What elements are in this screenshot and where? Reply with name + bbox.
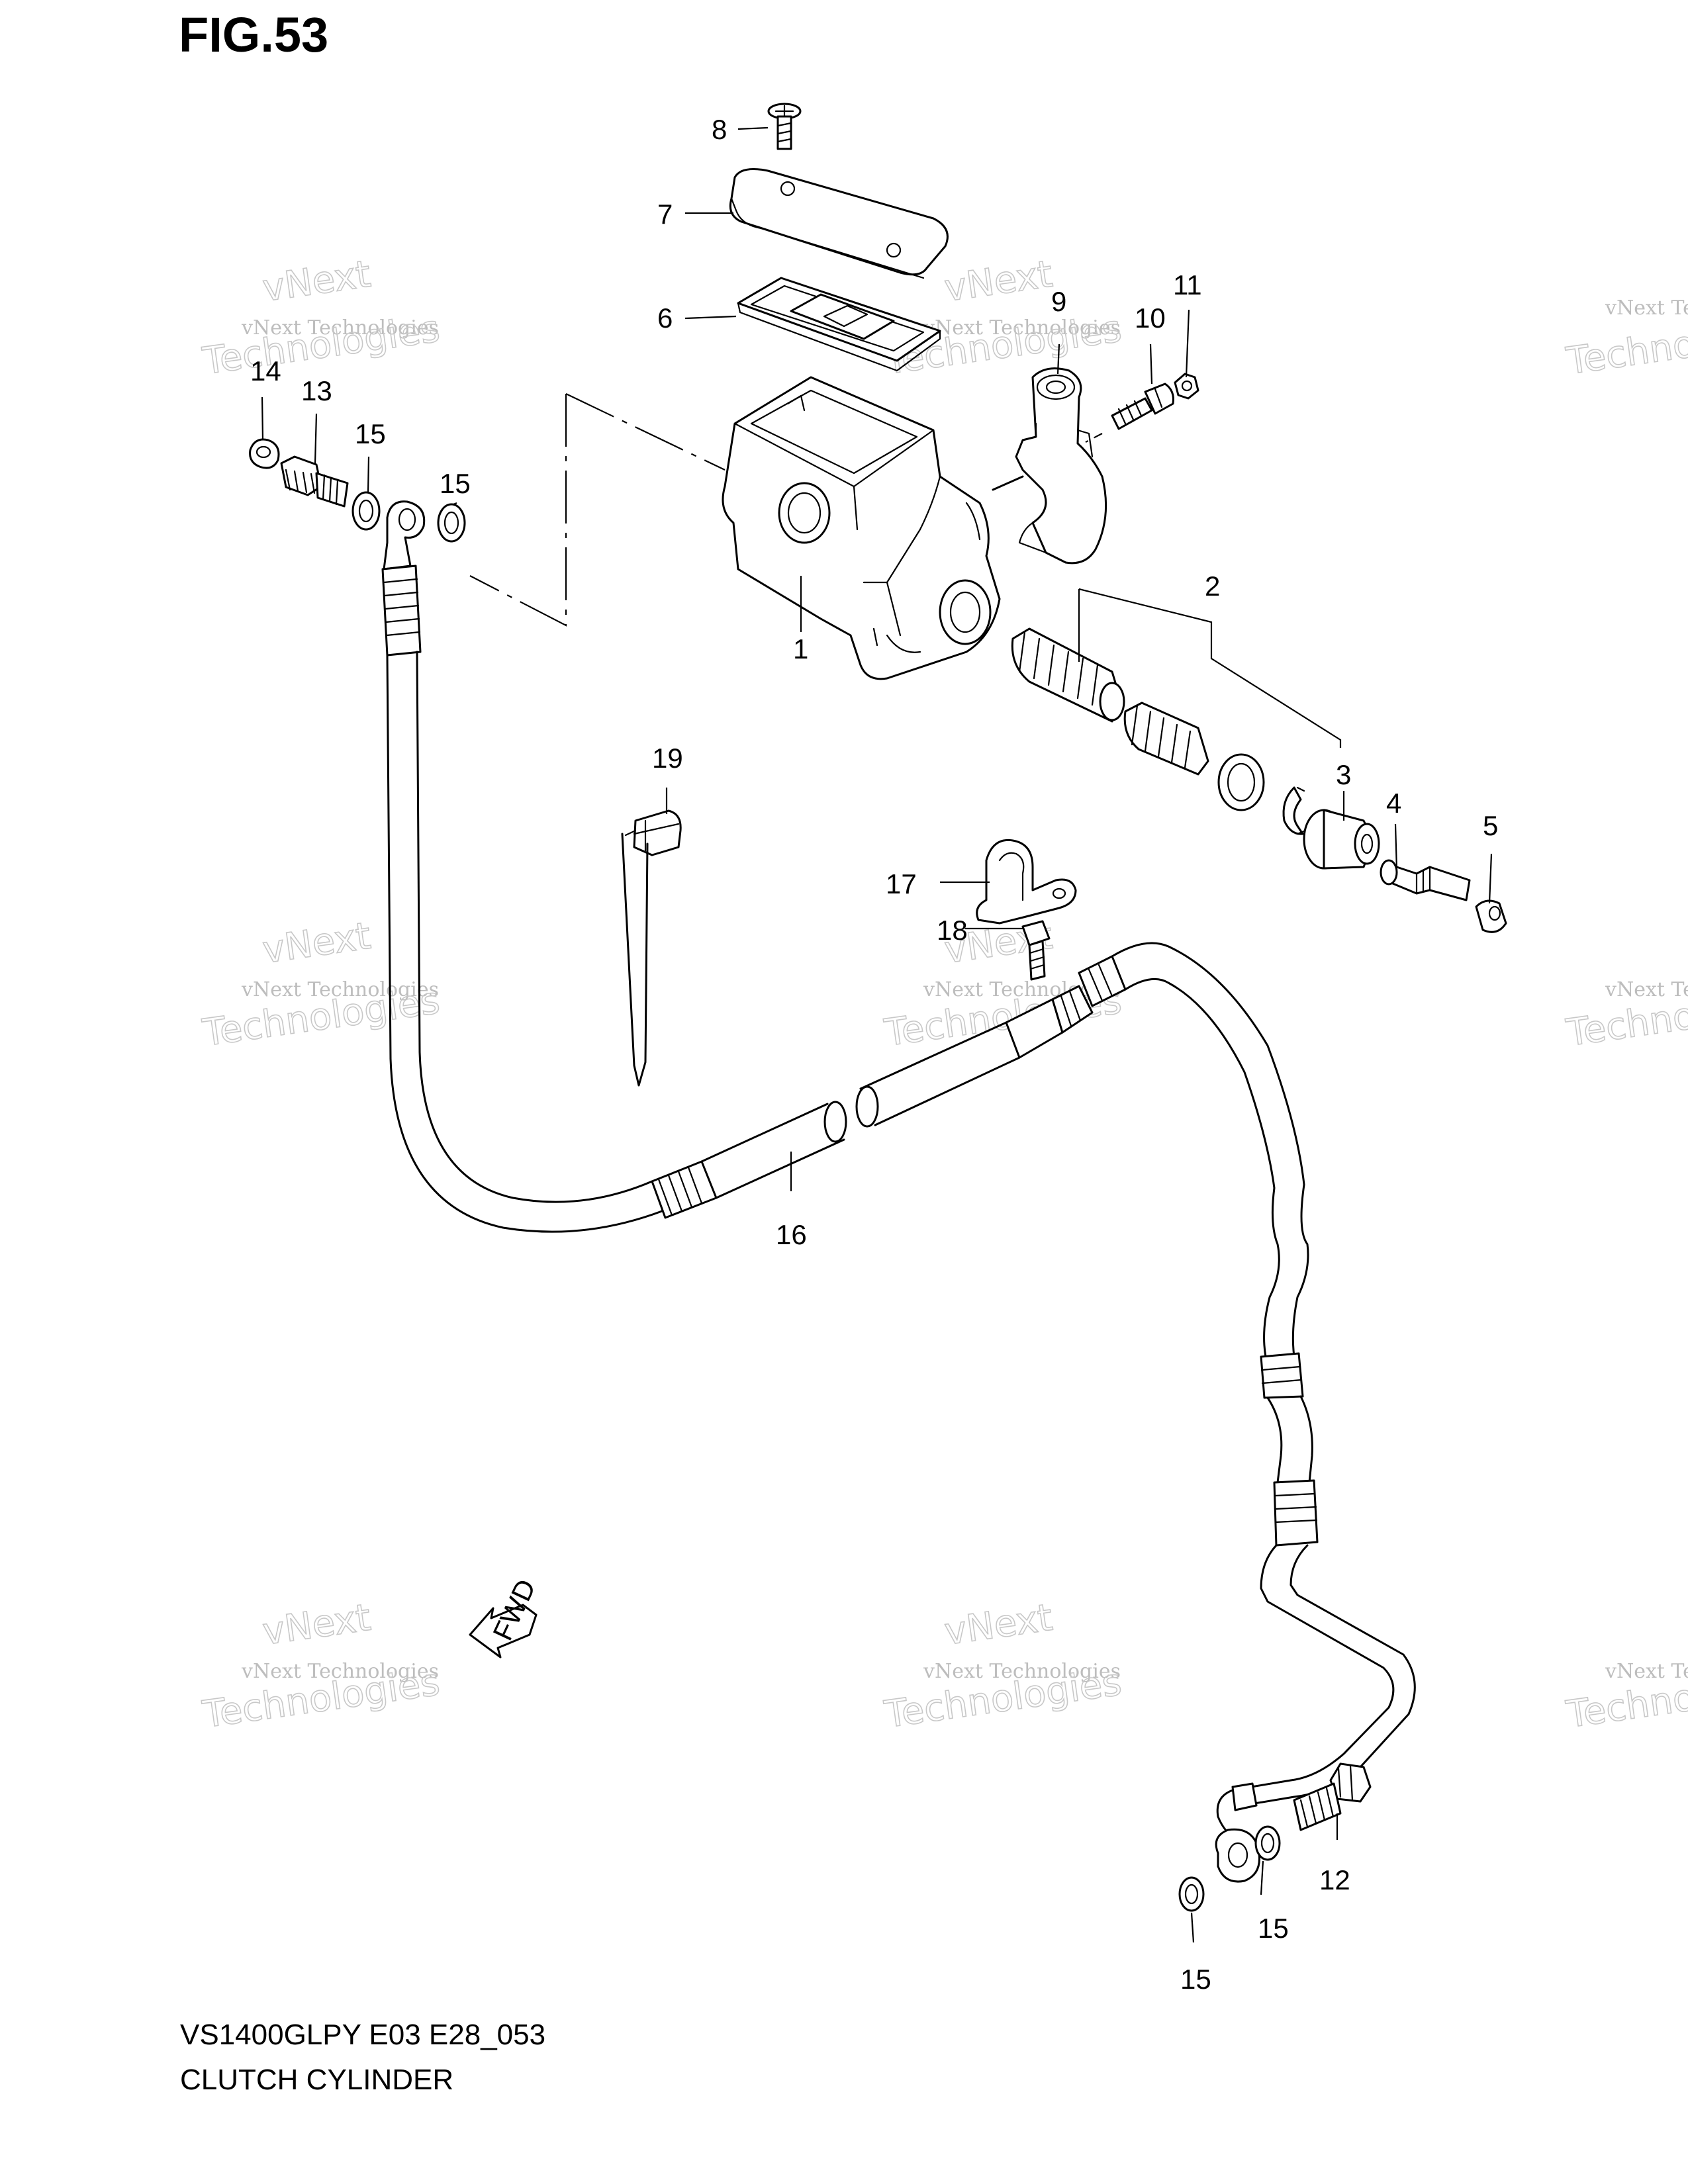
part-16-clutch-hose[interactable] [381, 500, 1416, 1883]
watermark-group: vNext Technologies vNext Technologies vN… [199, 252, 1688, 1737]
part-3-boot[interactable] [1303, 809, 1380, 870]
watermark-text: vNext [942, 253, 1055, 310]
watermark-top-left: vNext Technologies vNext Technologies [199, 252, 443, 384]
footer-model-code: VS1400GLPY E03 E28_053 [180, 2019, 546, 2051]
figure-title: FIG.53 [179, 7, 329, 62]
watermark-top-center: vNext Technologies vNext Technologies [881, 252, 1125, 384]
leader-lines [261, 126, 1493, 1943]
fwd-label: FWD [487, 1574, 541, 1645]
watermark-text: vNext Technologies [1605, 1660, 1688, 1683]
watermark-mid-left: vNext Technologies vNext Technologies [199, 914, 443, 1056]
part-8-screw[interactable] [767, 103, 802, 150]
callout-15-bottom[interactable]: 15 [1180, 1964, 1211, 1995]
fwd-arrow: FWD [469, 1574, 541, 1659]
part-1-master-cylinder[interactable] [722, 376, 1001, 680]
watermark-bottom-right: vNext Technologies Technologies [1563, 1660, 1688, 1737]
callout-15-bottom-right[interactable]: 15 [1258, 1913, 1289, 1944]
callout-13[interactable]: 13 [301, 375, 332, 406]
watermark-bottom-left: vNext Technologies vNext Technologies [199, 1596, 443, 1737]
callout-9[interactable]: 9 [1051, 286, 1066, 317]
watermark-bottom-center: vNext Technologies vNext Technologies [881, 1596, 1125, 1737]
callout-5[interactable]: 5 [1483, 810, 1498, 841]
part-15-washer-c[interactable] [1254, 1825, 1281, 1861]
callout-11[interactable]: 11 [1173, 269, 1202, 300]
callout-15-top[interactable]: 15 [440, 468, 471, 499]
part-18-bolt[interactable] [1021, 920, 1051, 981]
part-13-union-bolt[interactable] [280, 455, 349, 508]
callout-10[interactable]: 10 [1135, 302, 1166, 334]
callout-4[interactable]: 4 [1386, 788, 1401, 819]
callout-numbers: 8 7 6 9 10 11 1 2 3 4 5 14 13 15 15 19 1… [250, 114, 1498, 1995]
callout-16[interactable]: 16 [776, 1219, 807, 1250]
part-4-push-rod[interactable] [1380, 859, 1471, 901]
part-15-washer-a[interactable] [352, 491, 381, 531]
part-11-nut[interactable] [1174, 373, 1199, 400]
watermark-text: vNext Technologies [923, 316, 1121, 340]
callout-1[interactable]: 1 [793, 633, 808, 664]
callout-2[interactable]: 2 [1205, 570, 1220, 602]
callout-3[interactable]: 3 [1336, 759, 1351, 790]
watermark-mid-right: vNext Technologies Technologies [1563, 978, 1688, 1056]
watermark-text: vNext [260, 253, 373, 310]
part-2-piston-kit[interactable] [1011, 627, 1307, 835]
callout-17[interactable]: 17 [886, 868, 917, 899]
watermark-text: vNext [942, 1596, 1055, 1654]
part-12-union-bolt[interactable] [1293, 1762, 1372, 1831]
part-15-washer-b[interactable] [437, 503, 466, 543]
callout-19[interactable]: 19 [652, 743, 683, 774]
part-14-cap[interactable] [249, 438, 280, 469]
footer-diagram-name: CLUTCH CYLINDER [180, 2064, 454, 2096]
watermark-text: vNext [260, 1596, 373, 1654]
callout-8[interactable]: 8 [712, 114, 727, 145]
callout-7[interactable]: 7 [657, 199, 673, 230]
part-10-bolt[interactable] [1085, 383, 1174, 443]
watermark-text: vNext Technologies [241, 316, 439, 340]
part-17-hose-clamp[interactable] [976, 839, 1077, 925]
part-7-reservoir-cap[interactable] [729, 168, 949, 279]
part-5-nut[interactable] [1475, 899, 1507, 933]
callout-12[interactable]: 12 [1319, 1864, 1350, 1895]
callout-18[interactable]: 18 [937, 915, 968, 946]
part-9-clamp-bracket[interactable] [992, 367, 1107, 565]
part-6-diaphragm[interactable] [737, 277, 941, 372]
watermark-top-right: vNext Technologies Technologies [1563, 296, 1688, 384]
callout-15-top-left[interactable]: 15 [355, 418, 386, 449]
callout-14[interactable]: 14 [250, 355, 281, 387]
watermark-text: vNext [260, 915, 373, 972]
watermark-text: vNext Technologies [241, 978, 439, 1001]
watermark-text: vNext Technologies [1605, 978, 1688, 1001]
watermark-text: vNext Technologies [1605, 296, 1688, 320]
watermark-text: vNext Technologies [923, 1660, 1121, 1683]
watermark-text: vNext Technologies [241, 1660, 439, 1683]
part-15-washer-d[interactable] [1178, 1876, 1205, 1912]
callout-6[interactable]: 6 [657, 302, 673, 334]
part-19-cable-tie[interactable] [621, 809, 682, 1087]
